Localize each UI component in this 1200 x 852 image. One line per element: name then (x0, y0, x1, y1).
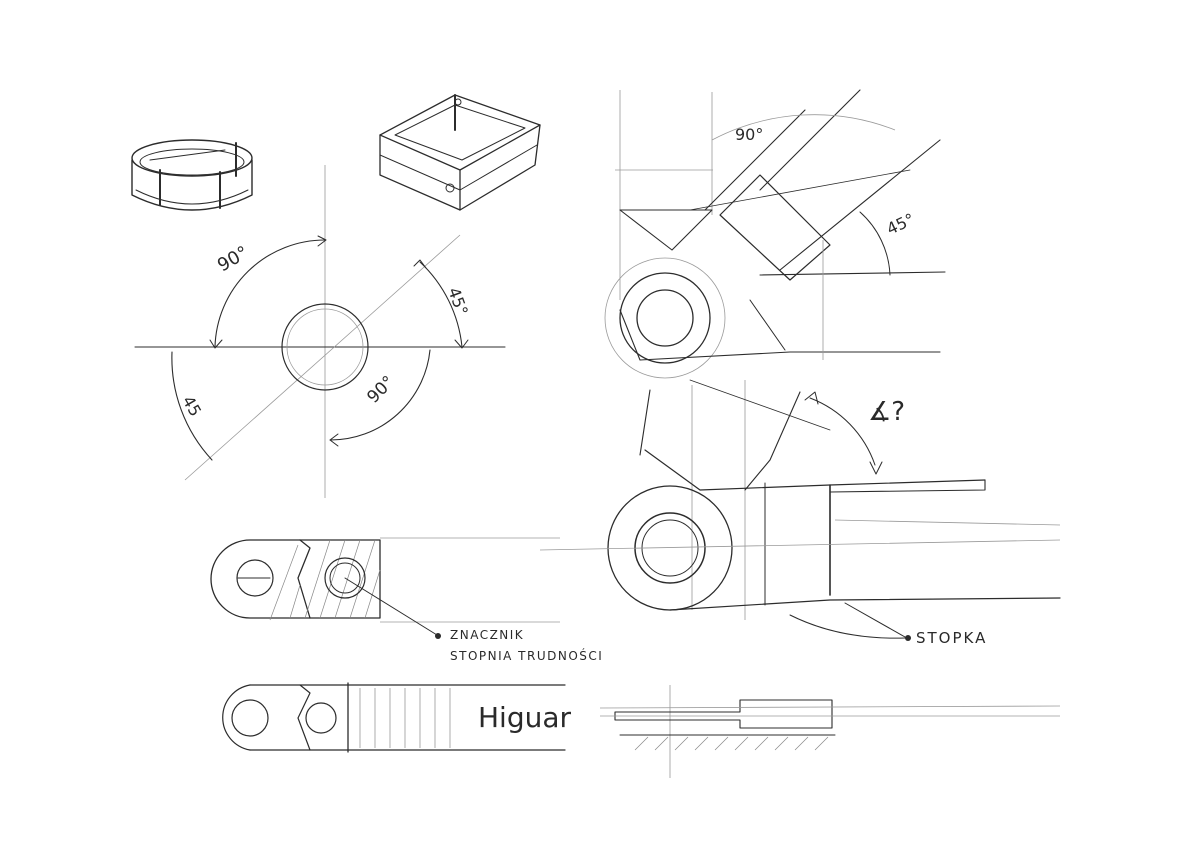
hinge-angle-45: 45° (884, 209, 918, 238)
hinge-sketch-bottom: ∡? STOPKA (539, 379, 1061, 647)
angle-label-top-left: 90° (214, 242, 252, 276)
ground-hatch (634, 736, 829, 751)
hatch-lines (269, 539, 381, 621)
brand-handwriting: Higuar (478, 701, 572, 734)
strap-hatched: ZNACZNIK STOPNIA TRUDNOŚCI (210, 537, 603, 663)
tray-sketch (379, 94, 541, 211)
strap-texture (359, 688, 451, 748)
hinge-sketch-top: 90° 45° (604, 89, 946, 379)
side-view (599, 685, 1061, 778)
hinge-angle-question: ∡? (868, 397, 905, 427)
strap-branded: Higuar (222, 682, 572, 753)
angle-label-bottom-left: 45 (179, 393, 206, 420)
marker-label-line1: ZNACZNIK (450, 628, 524, 642)
ring-sketch (131, 139, 253, 211)
angle-diagram: 90° 45° 45 90° (134, 165, 506, 498)
stopka-label: STOPKA (916, 629, 987, 647)
angle-label-bottom-right: 90° (363, 372, 398, 407)
angle-label-top-right: 45° (444, 285, 472, 318)
marker-label-line2: STOPNIA TRUDNOŚCI (450, 648, 603, 663)
hinge-angle-90: 90° (735, 125, 763, 144)
